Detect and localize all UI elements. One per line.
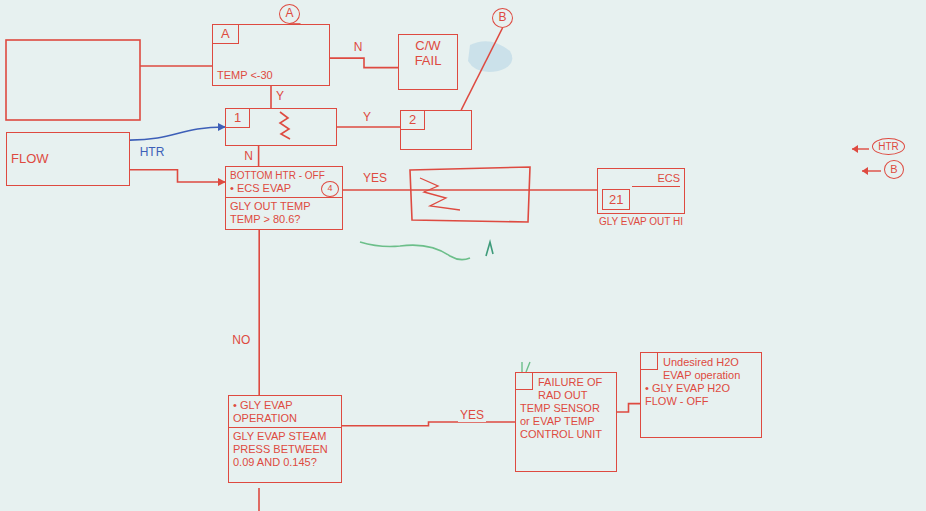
edge-label: YES [458, 408, 486, 422]
process-box: Undesired H2O EVAP operation• GLY EVAP H… [640, 352, 762, 438]
scribble [280, 112, 290, 139]
corner-box [641, 353, 658, 370]
callout-circle: B [884, 160, 904, 179]
node-text: • ECS EVAP [226, 182, 342, 198]
edge-label: HTR [138, 145, 167, 159]
edge-label: Y [361, 110, 373, 124]
node-text: A [213, 25, 239, 44]
node-text: • GLY EVAP H2O FLOW - OFF [645, 382, 757, 408]
callout-circle: 4 [321, 181, 339, 197]
node-text: 2 [401, 111, 425, 130]
decision-box: BOTTOM HTR - OFF• ECS EVAP GLY OUT TEMPTE… [225, 166, 343, 230]
node-text: FAILURE OF RAD OUT TEMP SENSOR or EVAP T… [520, 376, 612, 441]
edge-label: NO [230, 333, 252, 347]
process-box: ECS21GLY EVAP OUT HI [597, 168, 685, 228]
process-box: 1 [225, 108, 337, 146]
edge-label: YES [361, 171, 389, 185]
callout-circle: A [279, 4, 300, 24]
connector [461, 28, 502, 110]
node-text: TEMP <-30 [217, 69, 325, 82]
arrow-head [862, 167, 868, 175]
node-text: 21 [602, 189, 630, 210]
decision-box: • GLY EVAP OPERATIONGLY EVAP STEAM PRESS… [228, 395, 342, 483]
node-text: 4 [327, 184, 332, 194]
node-text: 1 [226, 109, 250, 128]
connector [130, 170, 225, 182]
edge-label: N [352, 40, 365, 54]
node-text: TEMP > 80.6? [230, 213, 338, 226]
blue-smudge [468, 41, 512, 72]
node-text: C/W FAIL [403, 38, 453, 69]
node-text: GLY EVAP OUT HI [597, 216, 685, 228]
node-text: Undesired H2O EVAP operation [645, 356, 757, 382]
connector [258, 230, 260, 395]
node-text: BOTTOM HTR - OFF [230, 170, 338, 182]
node-text: ECS [632, 172, 680, 187]
corner-box [516, 373, 533, 390]
node-text: HTR [878, 141, 899, 152]
connector [343, 189, 597, 191]
green-mark [522, 362, 530, 372]
scribble [420, 178, 460, 210]
edge-label: Y [274, 89, 286, 103]
empty-box [410, 167, 530, 222]
connector [342, 422, 515, 426]
process-box: C/W FAIL [398, 34, 458, 90]
node-text: A [285, 7, 293, 20]
connector [330, 58, 398, 68]
connector [130, 127, 225, 140]
empty-box [6, 40, 140, 120]
node-text: FLOW [11, 151, 49, 166]
box-frame: ECS21 [597, 168, 685, 214]
wire [140, 65, 212, 67]
process-box: FLOW [6, 132, 130, 186]
green-tick [486, 242, 493, 256]
node-text: B [890, 163, 897, 175]
node-text: GLY EVAP STEAM PRESS BETWEEN 0.09 AND 0.… [233, 430, 337, 469]
node-text: GLY OUT TEMP [230, 200, 338, 213]
edge-label: N [242, 149, 255, 163]
green-squiggle [360, 242, 470, 260]
decision-box: A TEMP <-30 [212, 24, 330, 86]
node-text: B [498, 11, 506, 24]
connector [617, 404, 640, 412]
connector [337, 126, 400, 128]
process-box: 2 [400, 110, 472, 150]
connector [258, 146, 260, 166]
process-box: FAILURE OF RAD OUT TEMP SENSOR or EVAP T… [515, 372, 617, 472]
node-text: • GLY EVAP OPERATION [229, 399, 341, 428]
connector [270, 86, 272, 108]
callout-circle: B [492, 8, 513, 28]
wire [258, 488, 260, 511]
callout-circle: HTR [872, 138, 905, 155]
arrow-head [852, 145, 858, 153]
